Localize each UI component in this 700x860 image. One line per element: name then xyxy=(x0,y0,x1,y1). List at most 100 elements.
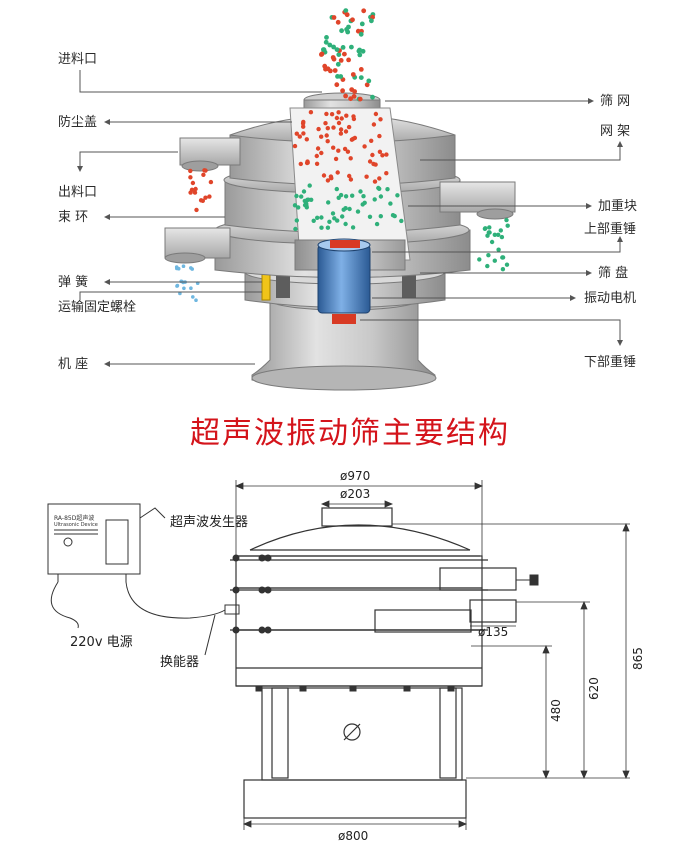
particle xyxy=(321,47,326,52)
label-upper-weight: 上部重锤 xyxy=(584,222,637,237)
generator-knob xyxy=(63,537,73,547)
dim-865: 865 xyxy=(631,647,645,670)
particle xyxy=(319,134,324,139)
particle xyxy=(294,218,299,223)
particle xyxy=(335,61,341,67)
device-text-1: RA-85D超声波 xyxy=(54,514,94,522)
particle xyxy=(350,225,356,230)
particle xyxy=(331,15,337,20)
particle xyxy=(315,215,320,220)
particle xyxy=(314,161,320,166)
lower-weight-red xyxy=(332,314,356,324)
particle xyxy=(399,218,404,224)
particle xyxy=(358,189,363,194)
particle xyxy=(385,187,390,192)
particle xyxy=(486,253,491,258)
particle xyxy=(346,124,352,130)
particle xyxy=(319,215,324,220)
particle xyxy=(188,175,193,180)
power-cable xyxy=(50,581,79,629)
particle xyxy=(496,232,501,237)
particle xyxy=(302,202,308,208)
leader-generator xyxy=(139,507,166,519)
label-base: 机 座 xyxy=(58,357,89,372)
particle xyxy=(346,57,351,63)
particle xyxy=(324,111,329,117)
particle xyxy=(378,117,383,122)
particle xyxy=(357,96,363,102)
particle xyxy=(349,44,354,50)
particle xyxy=(362,200,367,205)
particle xyxy=(364,82,370,88)
label-ultrasonic-generator: 超声波发生器 xyxy=(170,514,248,530)
particle xyxy=(301,131,306,136)
particle xyxy=(342,146,348,152)
material-particles xyxy=(174,8,510,303)
particle xyxy=(344,113,349,118)
particle xyxy=(370,152,375,158)
particle xyxy=(174,265,179,269)
particle xyxy=(358,67,364,72)
particle xyxy=(299,194,304,199)
particle xyxy=(345,149,351,154)
particle xyxy=(189,266,193,270)
label-inlet: 进料口 xyxy=(58,52,98,67)
particle xyxy=(344,27,349,32)
dimension-lines xyxy=(234,480,630,830)
particle xyxy=(366,78,372,84)
particle xyxy=(500,267,506,272)
particle xyxy=(339,116,344,121)
particle xyxy=(339,28,344,34)
label-power: 220v 电源 xyxy=(70,635,133,650)
particle xyxy=(335,218,340,223)
particle xyxy=(208,179,214,185)
particle xyxy=(188,190,193,195)
particle xyxy=(489,239,495,245)
particle xyxy=(371,122,377,127)
particle xyxy=(319,51,325,57)
particle xyxy=(316,126,321,132)
particle xyxy=(372,179,378,184)
particle xyxy=(483,226,488,231)
particle xyxy=(374,221,380,227)
particle xyxy=(183,280,187,284)
particle xyxy=(384,171,389,176)
particle xyxy=(203,195,208,200)
particle xyxy=(294,131,299,136)
particle xyxy=(373,162,378,167)
particle xyxy=(305,159,310,164)
dim-480: 480 xyxy=(549,699,563,722)
particle xyxy=(201,172,206,177)
particle xyxy=(301,119,306,125)
dim-800: ø800 xyxy=(338,829,368,843)
label-weight-block: 加重块 xyxy=(598,199,638,214)
leader-transducer xyxy=(204,614,216,656)
particle xyxy=(361,8,367,14)
dim-203: ø203 xyxy=(340,487,370,501)
particle xyxy=(364,174,369,179)
label-screen-mesh: 筛 网 xyxy=(600,94,631,109)
particle xyxy=(392,213,397,219)
particle xyxy=(369,18,374,24)
particle xyxy=(334,82,340,88)
particle xyxy=(315,146,321,151)
particle xyxy=(338,127,344,132)
particle xyxy=(323,121,328,126)
particle xyxy=(322,63,328,69)
particle xyxy=(321,173,327,178)
particle xyxy=(336,120,342,126)
label-screen-tray: 筛 盘 xyxy=(598,266,629,281)
particle xyxy=(319,225,324,230)
particle xyxy=(350,17,355,23)
particle xyxy=(319,150,324,156)
particle xyxy=(192,190,198,195)
particle xyxy=(347,206,352,212)
particle xyxy=(188,168,193,174)
machine-cutaway-illustration xyxy=(164,8,516,391)
particle xyxy=(195,281,200,286)
particle xyxy=(485,263,490,269)
particle xyxy=(292,203,298,208)
particle xyxy=(358,75,364,80)
dim-970: ø970 xyxy=(340,469,370,483)
particle xyxy=(505,223,510,228)
